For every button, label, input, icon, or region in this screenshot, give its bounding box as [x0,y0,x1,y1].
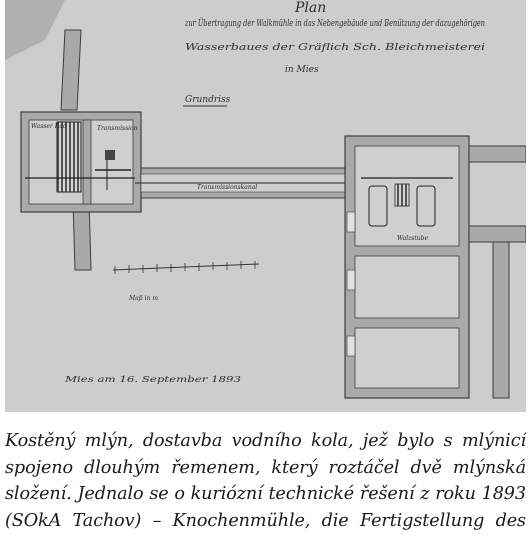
paper-shadow [5,0,65,60]
plan-title-line-3: in Mies [285,65,319,75]
plan-date: Mies am 16. September 1893 [64,375,241,384]
plan-title-line-2: Wasserbaues der Gräflich Sch. Bleichmeis… [185,43,485,53]
plan-title-word: Plan [294,0,326,16]
millstone-right [416,185,436,227]
annex-wall-vertical [492,241,510,399]
label-wasserrad: Wasser Rad [31,123,67,130]
mill-room-lower [354,327,460,389]
wheel-house-divider [82,119,92,205]
scale-label: Maß in m [128,295,158,302]
door-opening-2 [346,269,356,291]
gear-block [105,150,115,160]
label-grundriss: Grundriss [185,95,231,105]
scale-bar-ticks [114,261,256,274]
caption-line-1: Kostěný mlýn, dostavba vodního kola, jež… [5,431,526,451]
mill-plan-drawing: Plan zur Übertragung der Walkmühle in da… [5,0,526,412]
figure-caption: Kostěný mlýn, dostavba vodního kola, jež… [5,428,526,536]
millstone-left [368,185,388,227]
channel-wall-left-upper [60,29,82,111]
door-opening-3 [346,335,356,357]
caption-line-3: složení. Jednalo se o kuriózní technické… [5,484,526,504]
mill-room-middle [354,255,460,319]
caption-line-4: (SOkA Tachov) – Knochenmühle, die Fertig… [5,510,526,531]
label-transmission-box: Transmission [97,125,138,132]
caption-line-2: spojeno dlouhým řemenem, který roztáčel … [5,457,526,478]
water-wheel [56,121,82,193]
pulley-gear [394,183,410,207]
scale-bar-line [112,263,260,271]
label-transmissionskanal: Transmissionskanal [197,184,257,191]
label-walzstube: Walzstube [397,235,428,242]
plan-title-line-1: zur Übertragung der Walkmühle in das Neb… [184,17,485,29]
door-opening-1 [346,211,356,233]
annex-wall-top [468,145,526,163]
annex-wall-middle [468,225,526,243]
plan-svg: Plan zur Übertragung der Walkmühle in da… [5,0,526,412]
